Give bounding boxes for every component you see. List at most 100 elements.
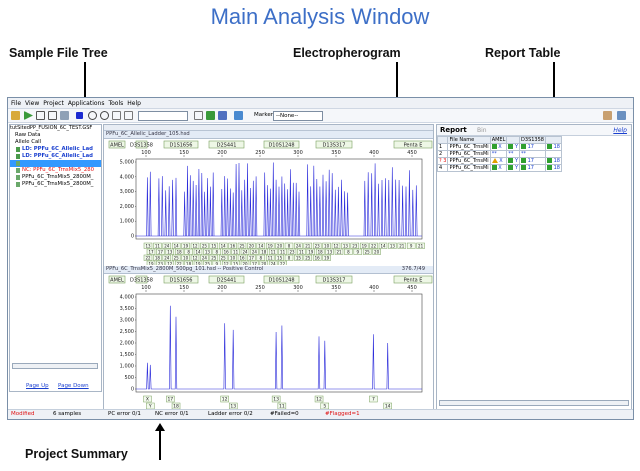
- allele-label: 19: [268, 243, 274, 248]
- stop-icon[interactable]: [48, 111, 57, 120]
- table-cell-text: Y: [514, 158, 519, 164]
- allele-label: 25: [305, 255, 311, 260]
- ep2-filename: PPFu_6C_TrnsMix5_2800M_500pg_101.hsd -- …: [106, 266, 264, 272]
- table-cell: 17: [519, 157, 546, 165]
- y-tick-label: 3,000: [120, 318, 134, 324]
- tree-scrollbar[interactable]: [12, 363, 98, 369]
- allele-label-box: [331, 242, 341, 249]
- zoom-out-icon[interactable]: [100, 111, 109, 120]
- marker-label: D1S1656: [170, 143, 193, 149]
- allele-label-box: [312, 254, 322, 261]
- y-tick-label: 0: [131, 234, 134, 240]
- table-cell: **: [489, 150, 508, 158]
- allele-label-box: [350, 242, 360, 249]
- settings-icon[interactable]: [603, 111, 612, 120]
- tree-sample-label: PPFu_6C_TrnsMix5_2800M_: [22, 181, 94, 187]
- allele-label: 13: [205, 249, 211, 254]
- table-icon[interactable]: [206, 111, 215, 120]
- allele-label-box: [174, 260, 184, 265]
- tree-sample-item[interactable]: NC: PPFu_6C_TrnsMix5_280: [10, 167, 101, 174]
- allele-label-box: [156, 248, 165, 255]
- allele-label-box: [344, 248, 353, 255]
- allele-label: 12: [222, 397, 228, 403]
- table-cell: 18: [544, 157, 562, 165]
- marker-icon[interactable]: [218, 111, 227, 120]
- report-column-header[interactable]: File Name: [447, 136, 491, 144]
- tree-raw-data[interactable]: Raw Data: [15, 132, 41, 138]
- allele-label: 19: [362, 243, 368, 248]
- status-samples: 6 samples: [53, 411, 82, 417]
- open-folder-icon[interactable]: [11, 111, 20, 120]
- tree-sample-item[interactable]: LD: PPFu_6C_Allelic_Lad: [10, 153, 101, 160]
- grid-icon[interactable]: [112, 111, 121, 120]
- color-square-icon[interactable]: [76, 112, 83, 119]
- allele-label-box: [143, 254, 153, 261]
- check-icon: [491, 144, 497, 149]
- table-cell-text: Y: [514, 165, 519, 171]
- allele-label: 13: [343, 243, 349, 248]
- allele-label: 21: [336, 249, 342, 254]
- report-column-header[interactable]: AMEL: [489, 136, 508, 144]
- allele-label-box: [203, 260, 212, 265]
- window-icon[interactable]: [617, 111, 626, 120]
- table-cell: X: [489, 164, 508, 172]
- callout-report-table: Report Table: [485, 46, 561, 60]
- plot-frame: [135, 293, 423, 393]
- allele-label-box: [247, 254, 256, 261]
- tree-sample-item[interactable]: PPFu_6C_TrnsMix5_2800M_: [10, 181, 101, 188]
- table-cell: Y: [506, 164, 521, 172]
- report-scrollbar[interactable]: [439, 400, 629, 406]
- menu-tools[interactable]: Tools: [108, 99, 124, 107]
- table-cell: 1: [437, 143, 449, 151]
- tree-sample-item[interactable]: PPFu_6C_TrnsMix5_2800M_: [10, 174, 101, 181]
- tree-allele-call[interactable]: Allele Call: [15, 139, 42, 145]
- step-icon[interactable]: [36, 111, 45, 120]
- y-tick-label: 1,500: [120, 352, 134, 358]
- report-column-header[interactable]: D3S1358: [519, 136, 546, 144]
- check-icon: [546, 165, 552, 170]
- page-up-link[interactable]: Page Up: [26, 383, 49, 389]
- allele-label: 17: [158, 249, 164, 254]
- panel-icon[interactable]: [234, 111, 243, 120]
- marker-combo[interactable]: --None--: [273, 111, 323, 121]
- menu-project[interactable]: Project: [43, 99, 64, 107]
- report-column-header[interactable]: [437, 136, 449, 144]
- table-cell: PPFu_6C_TrnsMi: [447, 157, 491, 165]
- allele-label: 13: [230, 404, 236, 410]
- print-icon[interactable]: [60, 111, 69, 120]
- menu-applications[interactable]: Applications: [67, 99, 105, 107]
- menu-file[interactable]: File: [11, 99, 22, 107]
- tree-sample-label: NC: PPFu_6C_TrnsMix5_280: [22, 167, 94, 173]
- report-column-header[interactable]: [544, 136, 562, 144]
- allele-label-box: [165, 248, 175, 255]
- page-down-link[interactable]: Page Down: [58, 383, 89, 389]
- table-cell: **: [506, 150, 521, 158]
- tree-root[interactable]: tutSitedPP_FUSION_6C_TEST.GSF: [10, 125, 93, 131]
- edit-icon[interactable]: [194, 111, 203, 120]
- tree-sample-item[interactable]: LD: PPFu_6C_Allelic_Lad: [10, 146, 101, 153]
- y-tick-label: 4,000: [120, 174, 134, 180]
- trace-line: [136, 305, 422, 390]
- tree-sample-item[interactable]: [10, 160, 101, 167]
- table-cell-text: 17: [527, 158, 534, 164]
- chart-icon[interactable]: [124, 111, 133, 120]
- allele-label-box: [297, 248, 306, 255]
- help-link[interactable]: Help: [613, 127, 627, 134]
- allele-label-box: [181, 242, 190, 249]
- view-combo[interactable]: [138, 111, 188, 121]
- menu-help[interactable]: Help: [127, 99, 141, 107]
- allele-label-box: [372, 248, 381, 255]
- status-flagged: #Flagged=1: [325, 411, 360, 417]
- zoom-in-icon[interactable]: [88, 111, 97, 120]
- allele-label: 19: [324, 255, 330, 260]
- menu-view[interactable]: View: [25, 99, 40, 107]
- x-tick-label: 200: [217, 285, 227, 291]
- ep-top-scrollbar[interactable]: [104, 125, 433, 131]
- play-icon[interactable]: [24, 111, 33, 120]
- report-column-header[interactable]: [506, 136, 521, 144]
- allele-label: 23: [289, 249, 295, 254]
